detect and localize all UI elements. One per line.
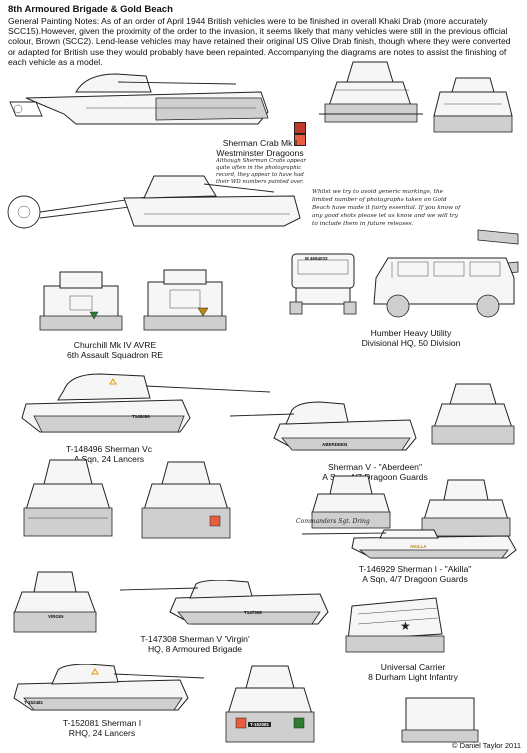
caption-sherman-crab: Sherman Crab Mk I Westminster Dragoons (200, 138, 320, 158)
serial-148496: T148496 (132, 414, 150, 419)
caption-universal-carrier: Universal Carrier 8 Durham Light Infantr… (348, 662, 478, 682)
churchill-avre-front-drawing (36, 268, 126, 334)
caption-sherman-vc: T-148496 Sherman Vc A Sqn, 24 Lancers (44, 444, 174, 464)
vehicle-name: Churchill Mk IV AVRE (73, 340, 157, 350)
sherman-vc-rear-drawing (138, 458, 234, 544)
copyright-credit: © Daniel Taylor 2011 (451, 741, 521, 750)
vehicle-unit: 8 Durham Light Infantry (368, 672, 458, 682)
crab-side-plate-drawing (476, 228, 520, 246)
akilla-name: AKILLA (410, 544, 427, 549)
sherman-virgin-side-drawing (116, 580, 332, 630)
vehicle-name: T-152081 Sherman I (62, 718, 142, 728)
sherman-crab-rear-drawing (430, 76, 516, 138)
humber-front-drawing (286, 250, 360, 316)
caption-sherman-akilla: T-146929 Sherman I - "Akilla" A Sqn, 4/7… (330, 564, 500, 584)
caption-sherman-aberdeen: Sherman V - "Aberdeen" A Sqn, 4/7 Dragoo… (300, 462, 450, 482)
vehicle-name: T-148496 Sherman Vc (66, 444, 152, 454)
caption-humber: Humber Heavy Utility Divisional HQ, 50 D… (346, 328, 476, 348)
sherman-crab-side-drawing (6, 62, 296, 134)
vehicle-unit: 6th Assault Squadron RE (66, 350, 164, 360)
serial-147308: T147308 (244, 610, 262, 615)
aberdeen-name: ABERDEEN (322, 442, 348, 447)
rear-serial: T-152081 (248, 722, 272, 727)
sherman-akilla-front-drawing (308, 472, 394, 532)
unit-sign-red-box (294, 122, 306, 134)
vehicle-unit: Westminster Dragoons (216, 148, 304, 158)
caption-sherman-virgin: T-147308 Sherman V 'Virgin' HQ, 8 Armour… (130, 634, 260, 654)
sherman-vc-front-drawing (20, 454, 116, 540)
sherman-aberdeen-front-drawing (428, 378, 518, 448)
serial-152081: T-152481 (24, 700, 44, 705)
markings-request-note: Whilst we try to avoid generic markings,… (312, 189, 461, 227)
sherman-aberdeen-side-drawing (220, 398, 420, 456)
churchill-avre-rear-drawing (140, 268, 230, 334)
vehicle-unit: HQ, 8 Armoured Brigade (147, 644, 243, 654)
vehicle-unit: Divisional HQ, 50 Division (361, 338, 461, 348)
universal-carrier-rear-drawing (400, 688, 480, 746)
vehicle-name: Sherman V - "Aberdeen" (328, 462, 422, 472)
virgin-name: VIRGIN (48, 614, 64, 619)
sherman-152081-rear-drawing (222, 660, 318, 746)
vehicle-unit: RHQ, 24 Lancers (68, 728, 136, 738)
sherman-crab-front-drawing (315, 54, 427, 128)
painting-notes: General Painting Notes: As of an order o… (8, 16, 511, 67)
humber-side-drawing (368, 252, 520, 322)
sherman-akilla-rear-drawing (418, 476, 514, 540)
humber-registration: M 4694033 (305, 256, 328, 261)
unit-sign-red-box (294, 134, 306, 146)
crab-numbers-note: Although Sherman Crabs appear quite ofte… (216, 158, 306, 185)
universal-carrier-drawing: ★ (338, 584, 450, 660)
sherman-152081-side-drawing (8, 664, 228, 716)
vehicle-name: Sherman Crab Mk I (222, 138, 298, 148)
caption-sherman-152081: T-152081 Sherman I RHQ, 24 Lancers (42, 718, 162, 738)
vehicle-unit: A Sqn, 4/7 Dragoon Guards (322, 472, 428, 482)
vehicle-name: T-146929 Sherman I - "Akilla" (358, 564, 472, 574)
page-title: 8th Armoured Brigade & Gold Beach (8, 4, 173, 15)
vehicle-unit: A Sqn, 4/7 Dragoon Guards (362, 574, 468, 584)
caption-churchill-avre: Churchill Mk IV AVRE 6th Assault Squadro… (40, 340, 190, 360)
vehicle-name: Humber Heavy Utility (370, 328, 452, 338)
sherman-virgin-front-drawing (10, 566, 100, 636)
sherman-crab-flail-drawing (4, 170, 304, 248)
vehicle-unit: A Sqn, 24 Lancers (73, 454, 145, 464)
sherman-vc-side-drawing (14, 364, 274, 440)
vehicle-name: T-147308 Sherman V 'Virgin' (140, 634, 250, 644)
vehicle-name: Universal Carrier (380, 662, 446, 672)
svg-text:★: ★ (400, 619, 411, 633)
sherman-akilla-side-drawing (294, 528, 520, 562)
commander-note: Commanders Sgt. Dring (296, 518, 370, 525)
